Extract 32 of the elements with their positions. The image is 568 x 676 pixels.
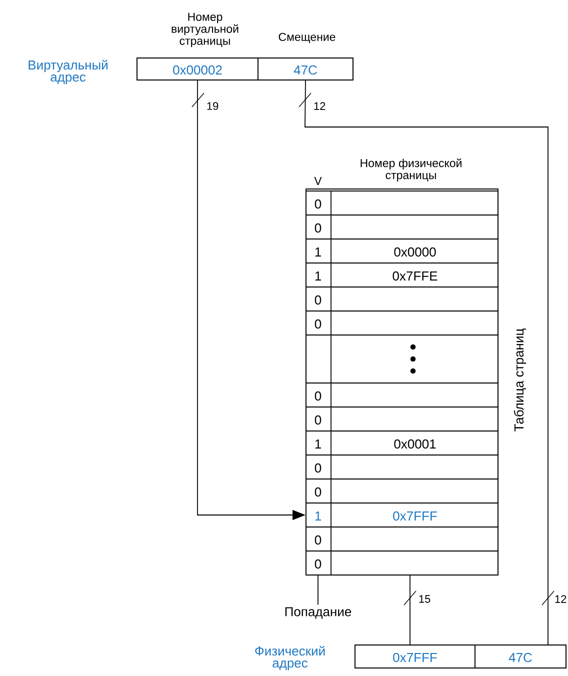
- ellipsis-row: [306, 334, 498, 384]
- table-row: 0: [306, 454, 498, 480]
- node-label: Номер виртуальной страницы: [172, 12, 238, 48]
- edge-label: 19: [205, 101, 220, 111]
- node-label: Смещение: [278, 32, 336, 44]
- node-label: Виртуальный адрес: [28, 60, 108, 84]
- table-row: 0: [306, 190, 498, 216]
- address-field: Смещение 47C: [258, 32, 354, 80]
- table-row: 0: [306, 526, 498, 552]
- address-field: 0x7FFF: [354, 644, 476, 668]
- table-row: 0: [306, 382, 498, 408]
- table-row: 0: [306, 214, 498, 240]
- table-row: 0: [306, 550, 498, 576]
- address-field: Номер виртуальной страницы 0x00002: [136, 12, 258, 80]
- connector: [304, 80, 548, 645]
- side-label: Таблица страниц: [514, 328, 526, 432]
- table-row: 1 0x7FFE: [306, 262, 498, 288]
- node-label: Номер физической страницы: [360, 158, 462, 182]
- table-row: 0: [306, 478, 498, 504]
- table-row: 1 0x7FFF: [306, 502, 498, 528]
- table-row: 0: [306, 406, 498, 432]
- table-row: 1 0x0000: [306, 238, 498, 264]
- address-field: 47C: [474, 644, 566, 668]
- edge-label: 12: [312, 101, 327, 111]
- node-label: Физический адрес: [255, 646, 325, 670]
- node-label: V: [314, 177, 322, 185]
- table-row: 1 0x0001: [306, 430, 498, 456]
- edge-label: 15: [417, 594, 432, 604]
- table-row: 0: [306, 286, 498, 312]
- bus-width-label: 12: [553, 594, 568, 604]
- signal-label: Попадание: [285, 607, 352, 619]
- table-row: 0: [306, 310, 498, 336]
